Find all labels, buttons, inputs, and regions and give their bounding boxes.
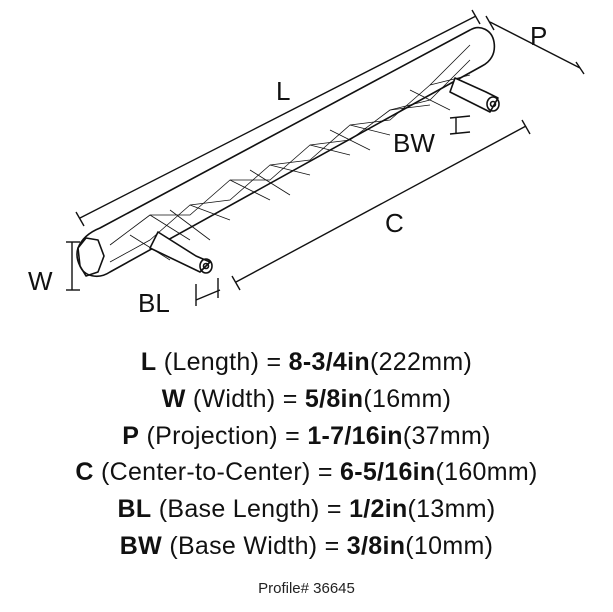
spec-projection: P (Projection) = 1-7/16in(37mm) (0, 418, 613, 455)
spec-name: (Projection) = (146, 421, 301, 450)
label-BW: BW (393, 128, 435, 158)
spec-code: BW (119, 531, 163, 560)
label-P: P (530, 21, 547, 51)
spec-code: BL (117, 495, 152, 524)
label-BL: BL (138, 288, 170, 318)
pull-facets (109, 44, 471, 263)
label-W: W (28, 266, 53, 296)
spec-inches: 1-7/16in (307, 421, 403, 450)
spec-list: L (Length) = 8-3/4in(222mm) W (Width) = … (0, 344, 613, 565)
spec-inches: 8-3/4in (288, 348, 370, 376)
spec-center-to-center: C (Center-to-Center) = 6-5/16in(160mm) (0, 454, 613, 491)
left-post-screw-hole (199, 258, 213, 274)
spec-code: P (122, 421, 140, 450)
spec-name: (Base Length) = (158, 495, 342, 524)
spec-mm: (37mm) (402, 421, 491, 450)
spec-mm: (16mm) (363, 384, 452, 413)
spec-name: (Base Width) = (169, 531, 340, 560)
spec-width: W (Width) = 5/8in(16mm) (0, 381, 613, 418)
label-C: C (385, 208, 404, 238)
profile-number: Profile# 36645 (258, 580, 355, 597)
left-post (149, 231, 211, 273)
right-post (449, 77, 499, 113)
spec-name: (Width) = (192, 384, 298, 413)
spec-mm: (13mm) (407, 495, 496, 524)
spec-length: L (Length) = 8-3/4in(222mm) (0, 344, 613, 381)
spec-mm: (10mm) (405, 531, 494, 560)
spec-inches: 3/8in (346, 531, 406, 560)
spec-inches: 5/8in (304, 384, 364, 413)
dimension-lines (66, 9, 585, 306)
right-post-screw-hole (486, 96, 500, 112)
spec-code: C (75, 458, 94, 487)
spec-name: (Center-to-Center) = (100, 458, 333, 487)
pull-end-cap (77, 237, 105, 277)
spec-mm: (222mm) (369, 348, 473, 376)
spec-inches: 1/2in (349, 495, 408, 524)
spec-base-width: BW (Base Width) = 3/8in(10mm) (0, 528, 613, 565)
spec-name: (Length) = (163, 348, 282, 376)
spec-mm: (160mm) (435, 458, 538, 487)
spec-code: L (140, 348, 157, 376)
spec-inches: 6-5/16in (340, 458, 436, 487)
label-L: L (276, 76, 290, 106)
pull-dimension-diagram: L P BW C W BL (28, 9, 585, 318)
spec-base-length: BL (Base Length) = 1/2in(13mm) (0, 491, 613, 528)
spec-code: W (161, 384, 186, 413)
